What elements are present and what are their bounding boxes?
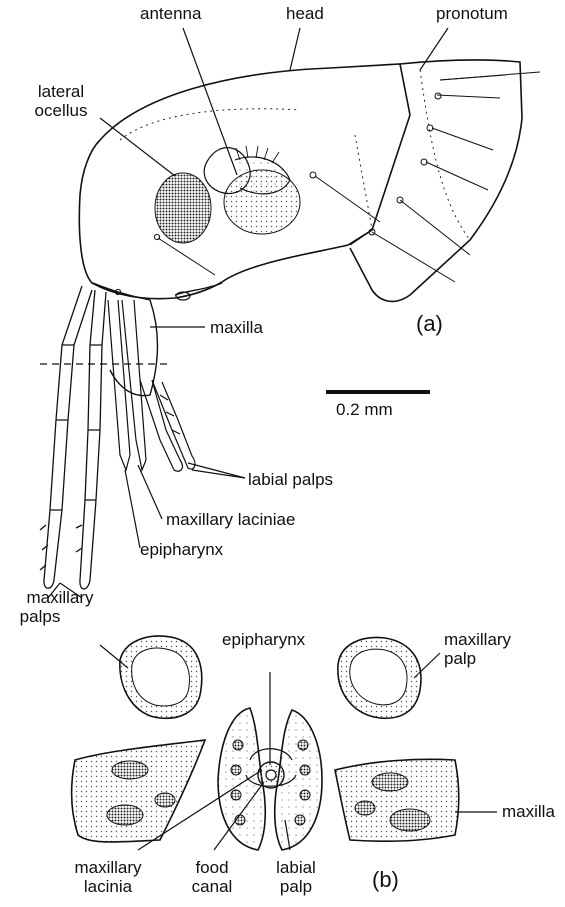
label-pronotum: pronotum (436, 4, 508, 23)
label-maxillary-palps-line2: palps (10, 607, 70, 626)
label-labial-palp-line1: labial (264, 858, 328, 877)
maxillary-palps-a (40, 286, 106, 589)
label-epipharynx-a: epipharynx (140, 540, 223, 559)
scale-bar-label: 0.2 mm (336, 400, 393, 419)
label-lateral-ocellus-line1: lateral (24, 82, 98, 101)
labial-palps-a (140, 380, 195, 471)
label-food-canal-line1: food (180, 858, 244, 877)
compound-eye (155, 173, 211, 243)
label-maxillary-palp-line2: palp (444, 649, 476, 668)
label-maxillary-laciniae: maxillary laciniae (166, 510, 295, 529)
label-labial-palps: labial palps (248, 470, 333, 489)
label-food-canal-line2: canal (180, 877, 244, 896)
panel-label-a: (a) (416, 312, 443, 336)
label-maxillary-lacinia-line2: lacinia (58, 877, 158, 896)
pronotum-outline (350, 60, 522, 302)
label-maxillary-palp-line1: maxillary (444, 630, 511, 649)
label-maxillary-palps-line1: maxillary (10, 588, 110, 607)
label-lateral-ocellus-line2: ocellus (24, 101, 98, 120)
label-maxilla-a: maxilla (210, 318, 263, 337)
right-maxilla-section (335, 759, 459, 841)
label-epipharynx-b: epipharynx (222, 630, 305, 649)
label-head: head (286, 4, 324, 23)
label-antenna: antenna (140, 4, 201, 23)
left-maxilla-section (72, 740, 205, 842)
laciniae-a (108, 300, 146, 470)
panel-label-b: (b) (372, 868, 399, 892)
label-maxilla-b: maxilla (502, 802, 555, 821)
label-maxillary-lacinia-line1: maxillary (58, 858, 158, 877)
panel-b-drawing (72, 636, 459, 850)
pronotum-setae (310, 72, 540, 282)
label-labial-palp-line2: palp (264, 877, 328, 896)
